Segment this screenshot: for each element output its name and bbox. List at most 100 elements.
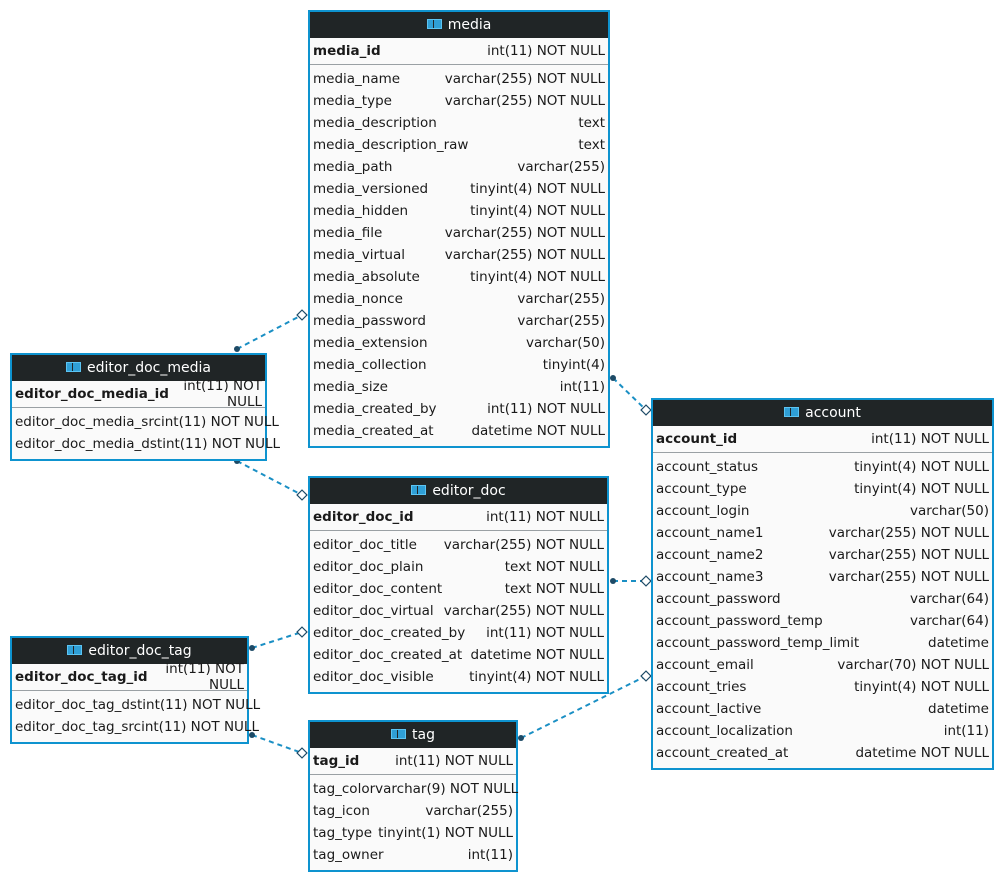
table-header[interactable]: editor_doc_tag	[12, 638, 247, 664]
table-title: editor_doc_tag	[88, 643, 192, 659]
column-name: media_password	[313, 313, 426, 329]
table-account[interactable]: account account_id int(11) NOT NULL acco…	[651, 398, 994, 770]
column-type: tinyint(1) NOT NULL	[378, 825, 513, 841]
link-end-dot	[249, 732, 255, 738]
column-name: account_status	[656, 459, 759, 475]
table-header[interactable]: media	[310, 12, 608, 38]
table-editor-doc[interactable]: editor_doc editor_doc_id int(11) NOT NUL…	[308, 476, 609, 694]
table-title: tag	[412, 727, 435, 743]
column-type: varchar(50)	[525, 335, 605, 351]
column-name: account_email	[656, 657, 754, 673]
link-end-diamond	[640, 404, 652, 416]
column-name: tag_color	[313, 781, 376, 797]
column-name: account_type	[656, 481, 747, 497]
table-header[interactable]: editor_doc	[310, 478, 607, 504]
column-name: media_collection	[313, 357, 427, 373]
column-name: tag_id	[313, 753, 360, 769]
column-name: media_size	[313, 379, 388, 395]
table-bottom-padding	[12, 738, 247, 742]
primary-key-row[interactable]: editor_doc_media_id int(11) NOT NULL	[12, 378, 265, 410]
table-header[interactable]: tag	[310, 722, 516, 748]
primary-key-row[interactable]: editor_doc_id int(11) NOT NULL	[310, 504, 607, 531]
link-end-dot	[518, 735, 524, 741]
table-header[interactable]: editor_doc_media	[12, 355, 265, 381]
table-icon	[391, 729, 407, 739]
column-type: tinyint(4) NOT NULL	[470, 203, 605, 219]
column-type: int(11) NOT NULL	[165, 661, 244, 693]
primary-key-row[interactable]: tag_id int(11) NOT NULL	[310, 748, 516, 775]
link-end-dot	[234, 346, 240, 352]
column-type: datetime	[928, 701, 989, 717]
column-type: varchar(255) NOT NULL	[443, 603, 604, 619]
table-title: editor_doc	[432, 483, 506, 499]
table-header[interactable]: account	[653, 400, 992, 426]
table-bottom-padding	[310, 866, 516, 870]
table-media[interactable]: media media_id int(11) NOT NULL media_na…	[308, 10, 610, 448]
primary-key-row[interactable]: account_id int(11) NOT NULL	[653, 426, 992, 453]
column-type: tinyint(4) NOT NULL	[470, 269, 605, 285]
column-name: account_name2	[656, 547, 764, 563]
column-type: text	[578, 137, 605, 153]
table-editor-doc-media[interactable]: editor_doc_media editor_doc_media_id int…	[10, 353, 280, 461]
column-type: varchar(255) NOT NULL	[828, 569, 989, 585]
link-end-diamond	[640, 670, 652, 682]
primary-key-row[interactable]: editor_doc_tag_id int(11) NOT NULL	[12, 661, 247, 693]
primary-key-row[interactable]: media_id int(11) NOT NULL	[310, 38, 608, 65]
column-name: media_id	[313, 43, 381, 59]
link-end-diamond	[296, 489, 308, 501]
column-type: tinyint(4) NOT NULL	[469, 669, 604, 685]
table-editor-doc-tag[interactable]: editor_doc_tag editor_doc_tag_id int(11)…	[10, 636, 260, 744]
column-name: account_login	[656, 503, 750, 519]
column-name: editor_doc_id	[313, 509, 414, 525]
